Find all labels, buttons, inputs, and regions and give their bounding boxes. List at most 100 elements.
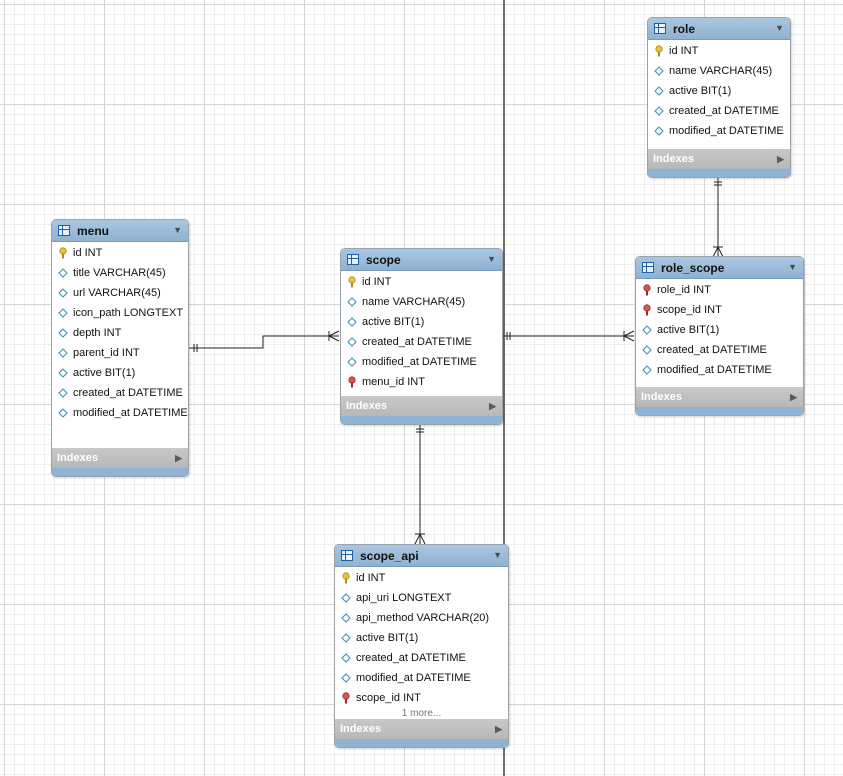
column-row[interactable]: created_at DATETIME — [341, 332, 502, 352]
table-footer — [341, 416, 502, 424]
collapse-triangle-icon[interactable]: ▼ — [173, 225, 182, 235]
column-diamond-icon — [653, 125, 665, 137]
relationship-role-role_scope[interactable] — [712, 177, 724, 258]
collapse-triangle-icon[interactable]: ▼ — [493, 550, 502, 560]
table-title: menu — [77, 223, 110, 238]
table-scope_api[interactable]: scope_api ▼ id INT api_uri LONGTEXT api_meth… — [334, 544, 509, 748]
column-row[interactable]: title VARCHAR(45) — [52, 263, 188, 283]
column-row[interactable]: id INT — [648, 41, 790, 61]
column-diamond-icon — [653, 85, 665, 97]
column-row[interactable]: api_method VARCHAR(20) — [335, 608, 508, 628]
column-label: menu_id INT — [362, 376, 425, 388]
column-row[interactable]: created_at DATETIME — [648, 101, 790, 121]
table-header[interactable]: role ▼ — [648, 18, 790, 40]
indexes-bar[interactable]: Indexes▶ — [52, 448, 188, 468]
column-row[interactable]: id INT — [341, 272, 502, 292]
column-label: title VARCHAR(45) — [73, 267, 166, 279]
table-title: role_scope — [661, 260, 725, 275]
table-header[interactable]: scope_api ▼ — [335, 545, 508, 567]
foreign-key-icon — [346, 376, 358, 388]
table-bottom: Indexes▶ — [52, 448, 188, 476]
column-row[interactable]: active BIT(1) — [335, 628, 508, 648]
indexes-bar[interactable]: Indexes▶ — [648, 149, 790, 169]
column-row[interactable]: modified_at DATETIME — [335, 668, 508, 688]
column-row[interactable]: modified_at DATETIME — [636, 360, 803, 380]
column-label: active BIT(1) — [356, 632, 419, 644]
table-title: scope — [366, 252, 401, 267]
column-list: id INT title VARCHAR(45) url VARCHAR(45)ic… — [52, 242, 188, 423]
expand-triangle-icon: ▶ — [777, 153, 784, 164]
column-row[interactable]: name VARCHAR(45) — [341, 292, 502, 312]
more-columns-link[interactable]: 1 more... — [401, 708, 442, 719]
relationship-menu-scope[interactable] — [188, 330, 340, 352]
column-row[interactable]: modified_at DATETIME — [648, 121, 790, 141]
table-header[interactable]: scope ▼ — [341, 249, 502, 271]
table-header[interactable]: role_scope ▼ — [636, 257, 803, 279]
column-row[interactable]: active BIT(1) — [52, 363, 188, 383]
column-label: active BIT(1) — [669, 85, 732, 97]
column-row[interactable]: depth INT — [52, 323, 188, 343]
table-title: scope_api — [360, 548, 419, 563]
column-row[interactable]: active BIT(1) — [636, 320, 803, 340]
column-row[interactable]: name VARCHAR(45) — [648, 61, 790, 81]
table-icon — [58, 225, 70, 236]
column-diamond-icon — [57, 387, 69, 399]
column-row[interactable]: api_uri LONGTEXT — [335, 588, 508, 608]
table-menu[interactable]: menu ▼ id INT title VARCHAR(45) url VARCHAR(… — [51, 219, 189, 477]
column-diamond-icon — [57, 347, 69, 359]
column-diamond-icon — [340, 612, 352, 624]
column-row[interactable]: id INT — [335, 568, 508, 588]
column-row[interactable]: active BIT(1) — [341, 312, 502, 332]
column-label: active BIT(1) — [73, 367, 136, 379]
column-row[interactable]: active BIT(1) — [648, 81, 790, 101]
column-row[interactable]: role_id INT — [636, 280, 803, 300]
table-footer — [52, 468, 188, 476]
indexes-label: Indexes — [57, 452, 98, 464]
column-row[interactable]: parent_id INT — [52, 343, 188, 363]
collapse-triangle-icon[interactable]: ▼ — [775, 23, 784, 33]
column-row[interactable]: created_at DATETIME — [636, 340, 803, 360]
indexes-bar[interactable]: Indexes▶ — [335, 719, 508, 739]
collapse-triangle-icon[interactable]: ▼ — [788, 262, 797, 272]
column-label: api_uri LONGTEXT — [356, 592, 452, 604]
column-label: created_at DATETIME — [362, 336, 472, 348]
column-row[interactable]: scope_id INT — [636, 300, 803, 320]
expand-triangle-icon: ▶ — [790, 391, 797, 402]
table-header[interactable]: menu ▼ — [52, 220, 188, 242]
column-diamond-icon — [57, 267, 69, 279]
table-title: role — [673, 21, 696, 36]
column-row[interactable]: menu_id INT — [341, 372, 502, 392]
column-diamond-icon — [346, 336, 358, 348]
column-label: role_id INT — [657, 284, 711, 296]
indexes-bar[interactable]: Indexes▶ — [341, 396, 502, 416]
column-row[interactable]: icon_path LONGTEXT — [52, 303, 188, 323]
column-label: scope_id INT — [356, 692, 421, 704]
column-row[interactable]: id INT — [52, 243, 188, 263]
column-label: created_at DATETIME — [73, 387, 183, 399]
column-diamond-icon — [641, 344, 653, 356]
column-row[interactable]: created_at DATETIME — [335, 648, 508, 668]
column-diamond-icon — [57, 287, 69, 299]
table-icon — [642, 262, 654, 273]
column-row[interactable]: url VARCHAR(45) — [52, 283, 188, 303]
indexes-bar[interactable]: Indexes▶ — [636, 387, 803, 407]
column-diamond-icon — [57, 407, 69, 419]
primary-key-icon — [340, 572, 352, 584]
column-row[interactable]: created_at DATETIME — [52, 383, 188, 403]
column-row[interactable]: modified_at DATETIME — [52, 403, 188, 423]
table-bottom: Indexes▶ — [341, 396, 502, 424]
column-row[interactable]: scope_id INT — [335, 688, 508, 708]
column-diamond-icon — [346, 356, 358, 368]
relationship-scope-role_scope[interactable] — [502, 330, 635, 342]
collapse-triangle-icon[interactable]: ▼ — [487, 254, 496, 264]
table-role[interactable]: role ▼ id INT name VARCHAR(45) active BIT(1)… — [647, 17, 791, 178]
column-row[interactable]: modified_at DATETIME — [341, 352, 502, 372]
expand-triangle-icon: ▶ — [489, 400, 496, 411]
table-bottom: Indexes▶ — [335, 719, 508, 747]
column-label: name VARCHAR(45) — [669, 65, 773, 77]
relationship-scope-scope_api[interactable] — [414, 424, 426, 545]
table-footer — [335, 739, 508, 747]
